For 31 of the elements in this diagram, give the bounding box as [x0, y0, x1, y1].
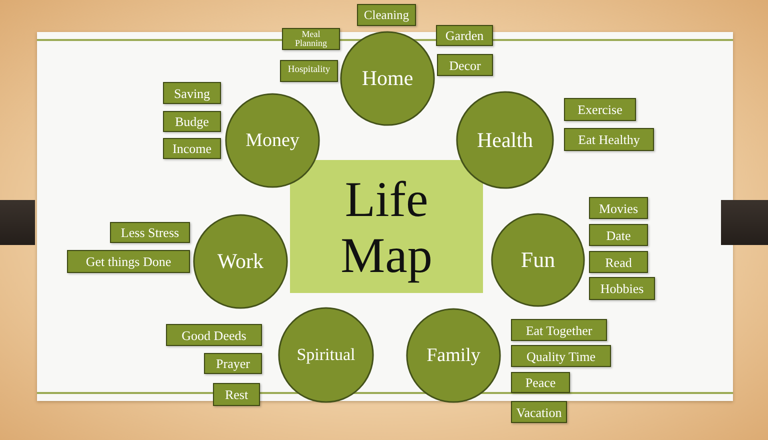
item-tag: Decor — [437, 54, 493, 76]
category-circle: Home — [340, 31, 435, 126]
category-circle: Health — [456, 91, 554, 189]
item-tag: Movies — [589, 197, 648, 219]
item-tag: Cleaning — [357, 4, 416, 26]
item-tag: Eat Together — [511, 319, 607, 341]
item-tag: Hobbies — [589, 277, 655, 300]
item-tag: Get things Done — [67, 250, 190, 273]
category-circle: Money — [225, 93, 320, 188]
item-tag: Good Deeds — [166, 324, 262, 346]
item-tag: Saving — [163, 82, 221, 104]
item-tag: Garden — [436, 25, 493, 46]
item-tag: Income — [163, 138, 221, 159]
center-panel: Life Map — [290, 160, 483, 293]
item-tag: Read — [589, 251, 648, 273]
item-tag: Vacation — [511, 401, 567, 423]
category-circle: Work — [193, 214, 288, 309]
item-tag: Meal Planning — [282, 28, 340, 50]
category-circle: Spiritual — [278, 307, 374, 403]
item-tag: Budge — [163, 111, 221, 132]
category-circle: Fun — [491, 213, 585, 307]
item-tag: Peace — [511, 372, 570, 393]
item-tag: Hospitality — [280, 60, 338, 82]
item-tag: Less Stress — [110, 222, 190, 243]
item-tag: Eat Healthy — [564, 128, 654, 151]
item-tag: Quality Time — [511, 345, 611, 367]
category-circle: Family — [406, 308, 501, 403]
item-tag: Exercise — [564, 98, 636, 121]
item-tag: Rest — [213, 383, 260, 406]
item-tag: Date — [589, 224, 648, 246]
item-tag: Prayer — [204, 353, 262, 374]
